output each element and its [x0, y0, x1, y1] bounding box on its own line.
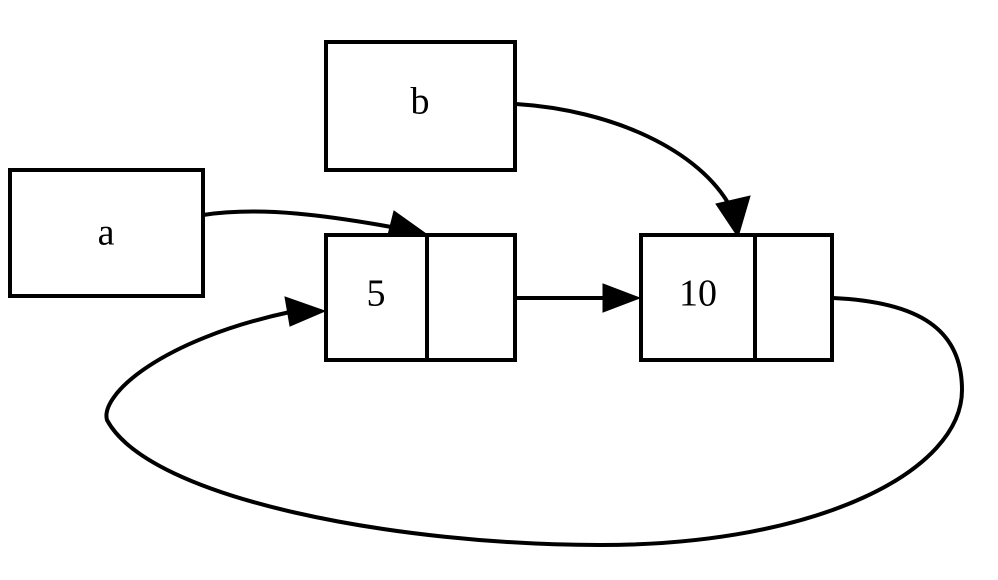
- list-node-10[interactable]: 10: [639, 233, 834, 362]
- edge-node5-to-node10-arrowhead-icon: [602, 283, 642, 313]
- pointer-nodes-layer: a b: [8, 40, 517, 298]
- pointer-node-b-box[interactable]: [324, 40, 517, 172]
- pointer-node-a-label: a: [98, 212, 115, 254]
- list-node-10-box[interactable]: [639, 233, 834, 362]
- edge-node10-to-node5-loop: [104, 296, 965, 548]
- pointer-node-b[interactable]: b: [324, 40, 517, 172]
- edge-b-to-node10-line: [515, 102, 733, 209]
- list-nodes-layer: 5 10: [324, 233, 834, 362]
- list-node-5-box[interactable]: [324, 233, 517, 362]
- list-node-5-value-label: 5: [367, 273, 386, 315]
- edge-b-to-node10: [515, 102, 751, 239]
- pointer-node-a-box[interactable]: [8, 168, 205, 298]
- list-node-5[interactable]: 5: [324, 233, 517, 362]
- pointer-node-b-label: b: [411, 81, 430, 123]
- edge-a-to-node5-line: [202, 209, 398, 230]
- edge-node5-to-node10: [516, 283, 642, 313]
- edge-node10-to-node5-loop-line: [104, 296, 965, 548]
- list-node-10-value-label: 10: [679, 273, 717, 315]
- pointer-node-a[interactable]: a: [8, 168, 205, 298]
- edge-b-to-node10-arrowhead-icon: [715, 195, 751, 239]
- edge-node10-to-node5-loop-arrowhead-icon: [284, 296, 327, 327]
